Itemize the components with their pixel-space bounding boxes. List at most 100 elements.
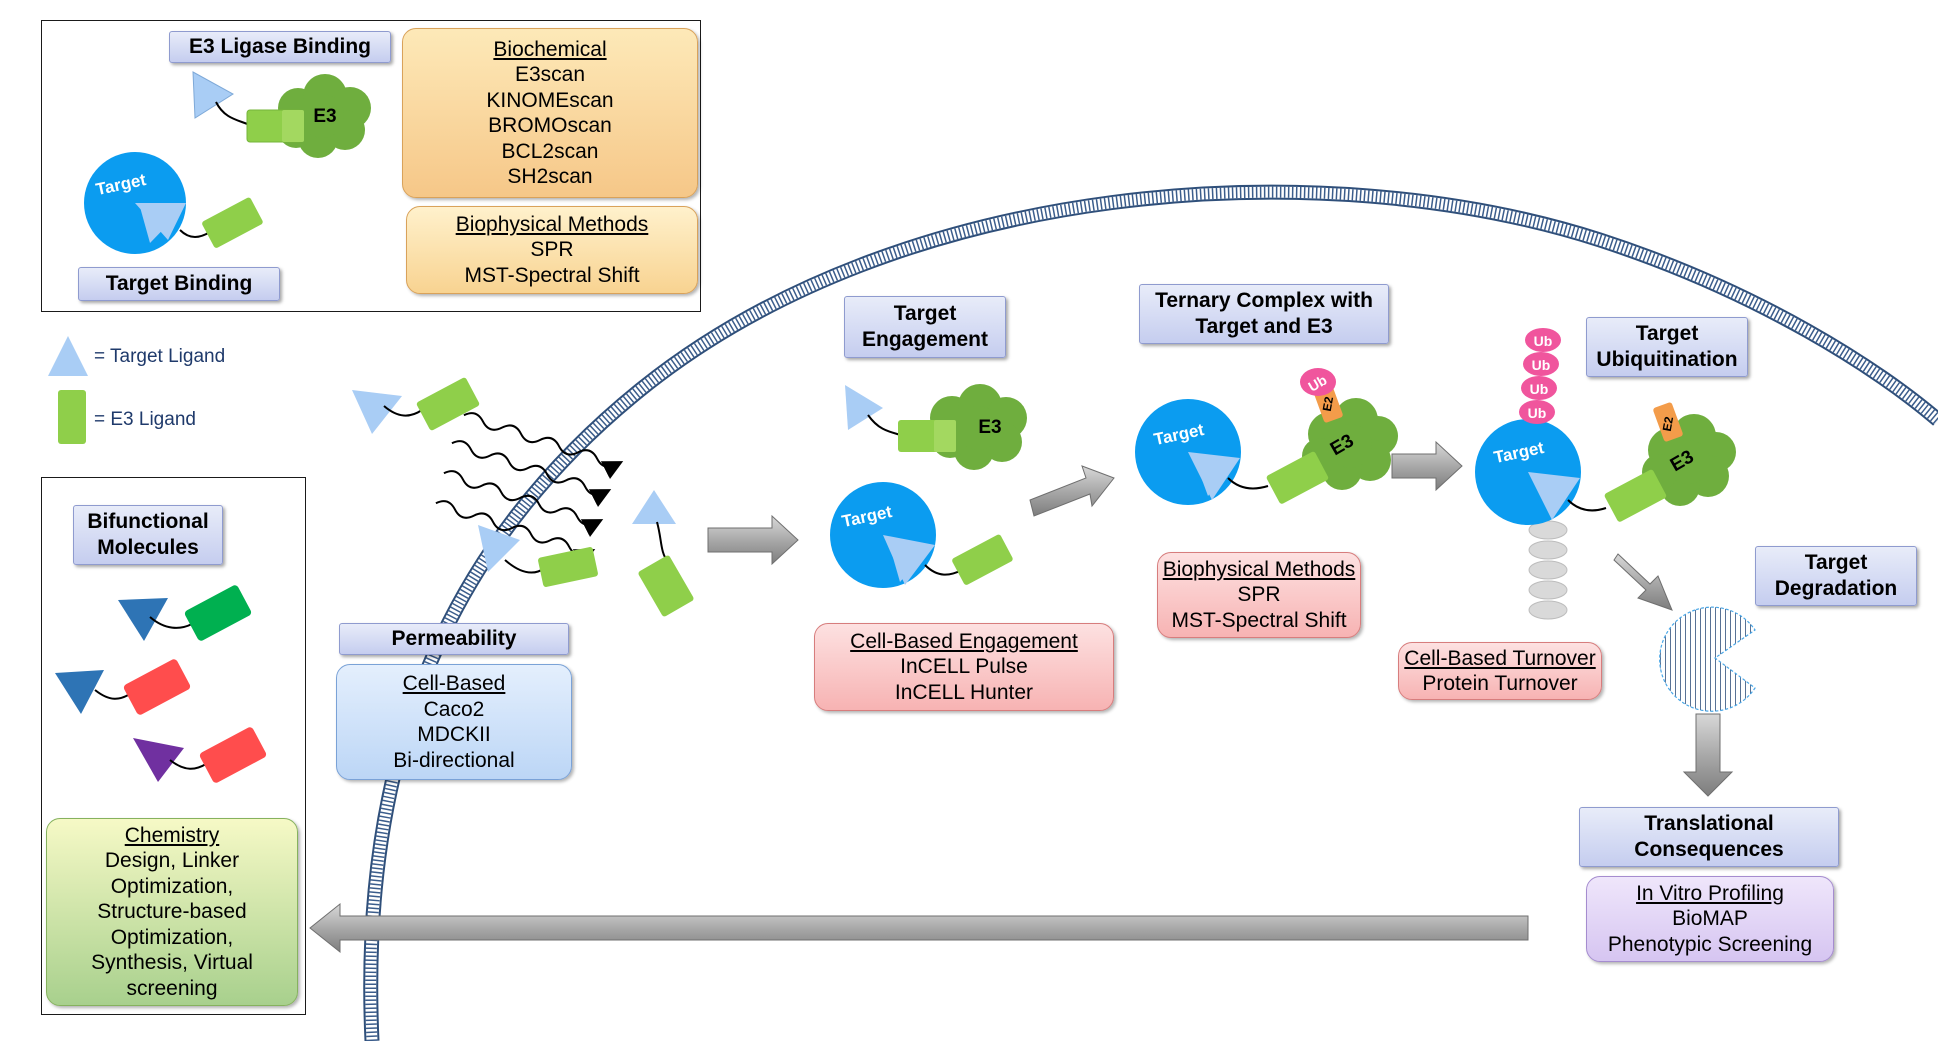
ternary-complex-label: Ternary Complex with Target and E3 — [1139, 284, 1389, 344]
arrow-translational-to-chemistry — [309, 902, 1529, 954]
permeability-heading: Cell-Based — [402, 672, 506, 695]
ternary-complex-line: Ternary Complex with — [1155, 289, 1373, 312]
engagement-target-complex: Target — [830, 482, 1013, 588]
target-ligand-icon — [48, 336, 88, 376]
engagement-heading: Cell-Based Engagement — [850, 629, 1078, 653]
svg-text:Ub: Ub — [1534, 333, 1553, 349]
in-vitro-profiling-box: In Vitro Profiling BioMAP Phenotypic Scr… — [1586, 876, 1834, 962]
permeability-box: Cell-Based Caco2 MDCKII Bi-directional — [336, 664, 572, 780]
biochemical-box: Biochemical E3scan KINOMEscan BROMOscan … — [402, 28, 698, 198]
biochemical-heading: Biochemical — [493, 37, 607, 61]
e3-ligase-icon — [278, 74, 371, 158]
arrow-degradation-to-translational — [1682, 713, 1734, 797]
profiling-item: Phenotypic Screening — [1607, 932, 1813, 956]
bifunctional-molecule-3 — [133, 727, 267, 783]
chemistry-line: Structure-based — [97, 900, 247, 924]
e3-ligand-icon — [58, 390, 86, 444]
biochemical-item: BCL2scan — [501, 139, 599, 163]
biochemical-item: E3scan — [514, 63, 586, 86]
wavy-arrows — [435, 412, 624, 568]
flow-arrows — [309, 440, 1734, 954]
ubiquitination-glyph: Target Ub Ub Ub Ub E3 E2 — [1475, 328, 1736, 620]
bifunctional-title: Bifunctional Molecules — [73, 505, 223, 565]
legend-target-ligand: = Target Ligand — [94, 346, 226, 367]
turnover-heading: Cell-Based Turnover — [1404, 646, 1596, 670]
engagement-e3-complex: E3 — [845, 384, 1027, 470]
turnover-item: Protein Turnover — [1422, 672, 1578, 695]
target-engagement-line: Target — [893, 302, 957, 325]
profiling-heading: In Vitro Profiling — [1636, 881, 1784, 905]
ternary-biophysical-item: SPR — [1237, 583, 1281, 607]
bifunctional-panel — [41, 477, 306, 1015]
profiling-item: BioMAP — [1672, 907, 1748, 931]
svg-text:E2: E2 — [1320, 395, 1336, 412]
chemistry-line: Synthesis, Virtual — [91, 951, 253, 975]
e3-label: E3 — [313, 106, 336, 127]
chemistry-heading: Chemistry — [124, 823, 220, 847]
biochemical-item: BROMOscan — [488, 114, 612, 137]
ternary-biophysical-heading: Biophysical Methods — [1162, 557, 1356, 581]
engagement-item: InCELL Pulse — [900, 655, 1028, 679]
bifunctional-title-line: Molecules — [97, 536, 199, 559]
degradation-line: Degradation — [1774, 577, 1898, 600]
permeability-item: Caco2 — [423, 697, 485, 721]
engagement-item: InCELL Hunter — [894, 680, 1034, 704]
permeability-label: Permeability — [339, 623, 569, 655]
chemistry-line: Optimization, — [110, 874, 234, 898]
ubiquitination-line: Target — [1635, 322, 1699, 345]
bifunctional-molecule-2 — [55, 659, 191, 715]
translational-line: Translational — [1644, 812, 1774, 835]
engagement-box: Cell-Based Engagement InCELL Pulse InCEL… — [814, 623, 1114, 711]
ternary-complex-line: Target and E3 — [1195, 315, 1333, 338]
binding-panel — [41, 20, 701, 312]
ternary-biophysical-item: MST-Spectral Shift — [1171, 608, 1347, 632]
target-binding-text: Target Binding — [105, 272, 253, 295]
svg-text:E3: E3 — [978, 417, 1001, 438]
target-binding-glyph: Target — [84, 152, 263, 254]
svg-text:Ub: Ub — [1528, 405, 1547, 421]
biophysical-box-top: Biophysical Methods SPR MST-Spectral Shi… — [406, 206, 698, 294]
ternary-complex-glyph: Target E3 E2 Ub — [1135, 368, 1398, 505]
turnover-box: Cell-Based Turnover Protein Turnover — [1398, 642, 1602, 700]
biophysical-heading: Biophysical Methods — [455, 212, 649, 236]
ternary-biophysical-box: Biophysical Methods SPR MST-Spectral Shi… — [1157, 552, 1361, 638]
permeability-item: Bi-directional — [393, 748, 515, 772]
permeability-item: MDCKII — [417, 723, 491, 746]
legend-e3-ligand: = E3 Ligand — [94, 409, 196, 430]
biochemical-item: SH2scan — [507, 165, 593, 188]
ubiquitination-line: Ubiquitination — [1596, 348, 1738, 371]
free-degrader-inside-2 — [632, 490, 694, 617]
chemistry-line: Optimization, — [110, 925, 234, 949]
free-degrader-outside — [352, 377, 480, 434]
biophysical-item: MST-Spectral Shift — [464, 263, 640, 287]
e3-ligase-binding-label: E3 Ligase Binding — [169, 31, 391, 63]
svg-text:E2: E2 — [1660, 415, 1676, 432]
chemistry-line: screening — [126, 976, 218, 1000]
target-engagement-label: Target Engagement — [844, 296, 1006, 358]
e3-binding-glyph: E3 — [192, 71, 371, 158]
chemistry-box: Chemistry Design, Linker Optimization, S… — [46, 818, 298, 1006]
degraded-target-icon — [1659, 606, 1756, 712]
degradation-line: Target — [1804, 551, 1868, 574]
arrow-ubiquitination-to-degradation — [1613, 553, 1673, 611]
biophysical-item: SPR — [530, 238, 574, 262]
permeability-text: Permeability — [391, 627, 517, 650]
free-degrader-inside-1 — [478, 525, 598, 587]
translational-label: Translational Consequences — [1579, 807, 1839, 867]
svg-text:Ub: Ub — [1530, 381, 1549, 397]
biochemical-item: KINOMEscan — [486, 88, 614, 112]
translational-line: Consequences — [1634, 838, 1784, 861]
chemistry-line: Design, Linker — [104, 849, 240, 873]
target-engagement-line: Engagement — [861, 328, 989, 351]
ubiquitination-label: Target Ubiquitination — [1586, 317, 1748, 377]
arrow-ternary-to-ubiquitination — [1391, 440, 1463, 492]
bifunctional-molecule-1 — [118, 585, 252, 641]
arrow-engagement-to-ternary — [1029, 465, 1115, 517]
e3-ligase-binding-text: E3 Ligase Binding — [188, 35, 372, 58]
degradation-label: Target Degradation — [1755, 546, 1917, 606]
arrow-permeability-to-engagement — [707, 514, 799, 566]
target-binding-label: Target Binding — [78, 267, 280, 301]
bifunctional-title-line: Bifunctional — [87, 510, 209, 533]
proteasome-icon — [1528, 520, 1568, 620]
svg-text:Ub: Ub — [1532, 357, 1551, 373]
